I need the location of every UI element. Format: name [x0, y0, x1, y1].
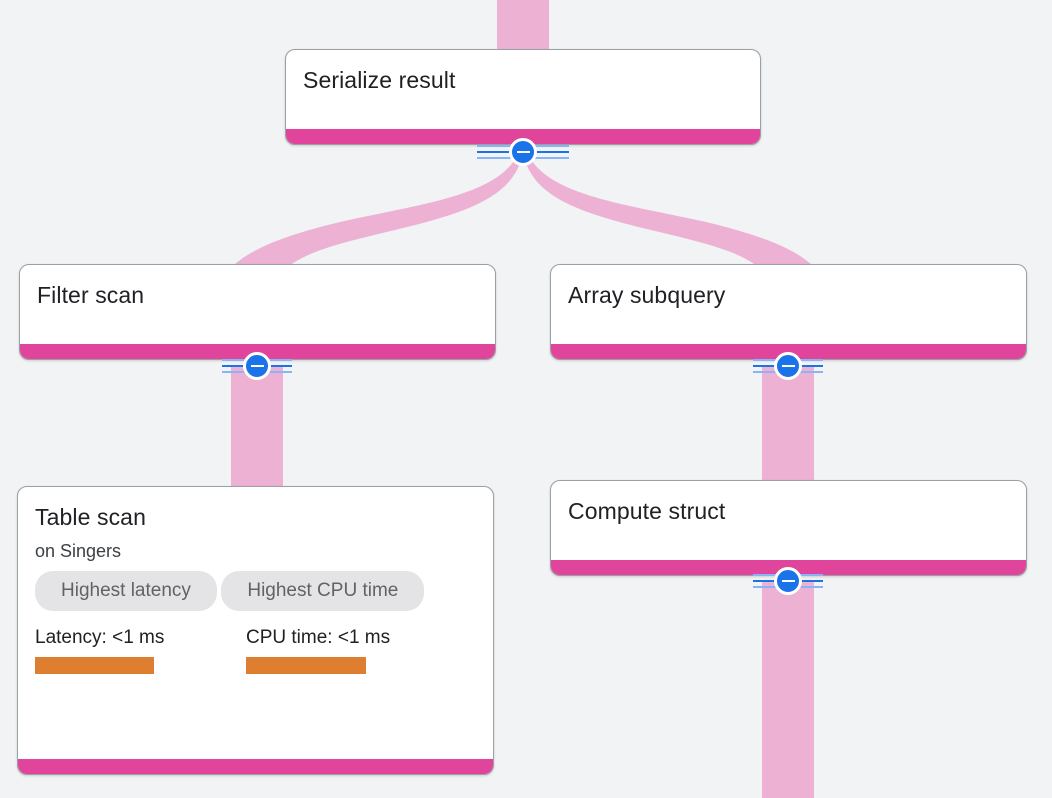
node-serialize-result[interactable]: Serialize result [285, 49, 761, 145]
node-array-subquery-footer [551, 344, 1026, 359]
edge-array-subquery-to-compute-struct [762, 366, 814, 490]
node-table-scan-title: Table scan [35, 504, 146, 530]
node-compute-struct[interactable]: Compute struct [550, 480, 1027, 576]
edge-compute-struct-outgoing [762, 582, 814, 798]
edge-serialize-to-array-subquery [523, 152, 815, 272]
node-filter-scan-title: Filter scan [37, 282, 145, 308]
node-array-subquery-title: Array subquery [568, 282, 726, 308]
node-table-scan-metrics: Latency: <1 ms CPU time: <1 ms [35, 626, 476, 684]
minus-icon[interactable] [509, 138, 537, 166]
collapse-toggle-filter-scan[interactable] [222, 351, 292, 381]
node-table-scan-footer [18, 759, 493, 774]
metric-cpu-time: CPU time: <1 ms [246, 626, 390, 674]
node-filter-scan[interactable]: Filter scan [19, 264, 496, 360]
collapse-toggle-compute-struct[interactable] [753, 566, 823, 596]
node-compute-struct-title: Compute struct [568, 498, 726, 524]
node-serialize-result-title: Serialize result [303, 67, 456, 93]
node-table-scan-subtitle: on Singers [35, 541, 122, 561]
node-filter-scan-body: Filter scan [20, 265, 495, 317]
metric-cpu-time-label: CPU time: <1 ms [246, 627, 391, 648]
node-filter-scan-footer [20, 344, 495, 359]
metric-latency: Latency: <1 ms [35, 626, 164, 674]
node-array-subquery-body: Array subquery [551, 265, 1026, 317]
minus-icon[interactable] [774, 352, 802, 380]
minus-icon[interactable] [243, 352, 271, 380]
node-array-subquery[interactable]: Array subquery [550, 264, 1027, 360]
minus-icon[interactable] [774, 567, 802, 595]
metric-latency-bar [35, 657, 154, 674]
edge-serialize-to-filter-scan [231, 152, 523, 272]
node-table-scan-chips: Highest latency Highest CPU time [35, 571, 476, 620]
metric-latency-label: Latency: <1 ms [35, 627, 165, 648]
node-table-scan[interactable]: Table scan on Singers Highest latency Hi… [17, 486, 494, 775]
collapse-toggle-array-subquery[interactable] [753, 351, 823, 381]
node-serialize-result-body: Serialize result [286, 50, 760, 102]
edge-filter-scan-to-table-scan [231, 366, 283, 490]
badge-highest-latency: Highest latency [35, 571, 217, 611]
collapse-toggle-serialize-result[interactable] [477, 137, 569, 167]
node-table-scan-body: Table scan on Singers Highest latency Hi… [18, 487, 493, 692]
node-compute-struct-body: Compute struct [551, 481, 1026, 533]
node-serialize-result-footer [286, 129, 760, 144]
badge-highest-cpu-time: Highest CPU time [221, 571, 425, 611]
metric-cpu-time-bar [246, 657, 366, 674]
edge-incoming-serialize-result [497, 0, 549, 52]
